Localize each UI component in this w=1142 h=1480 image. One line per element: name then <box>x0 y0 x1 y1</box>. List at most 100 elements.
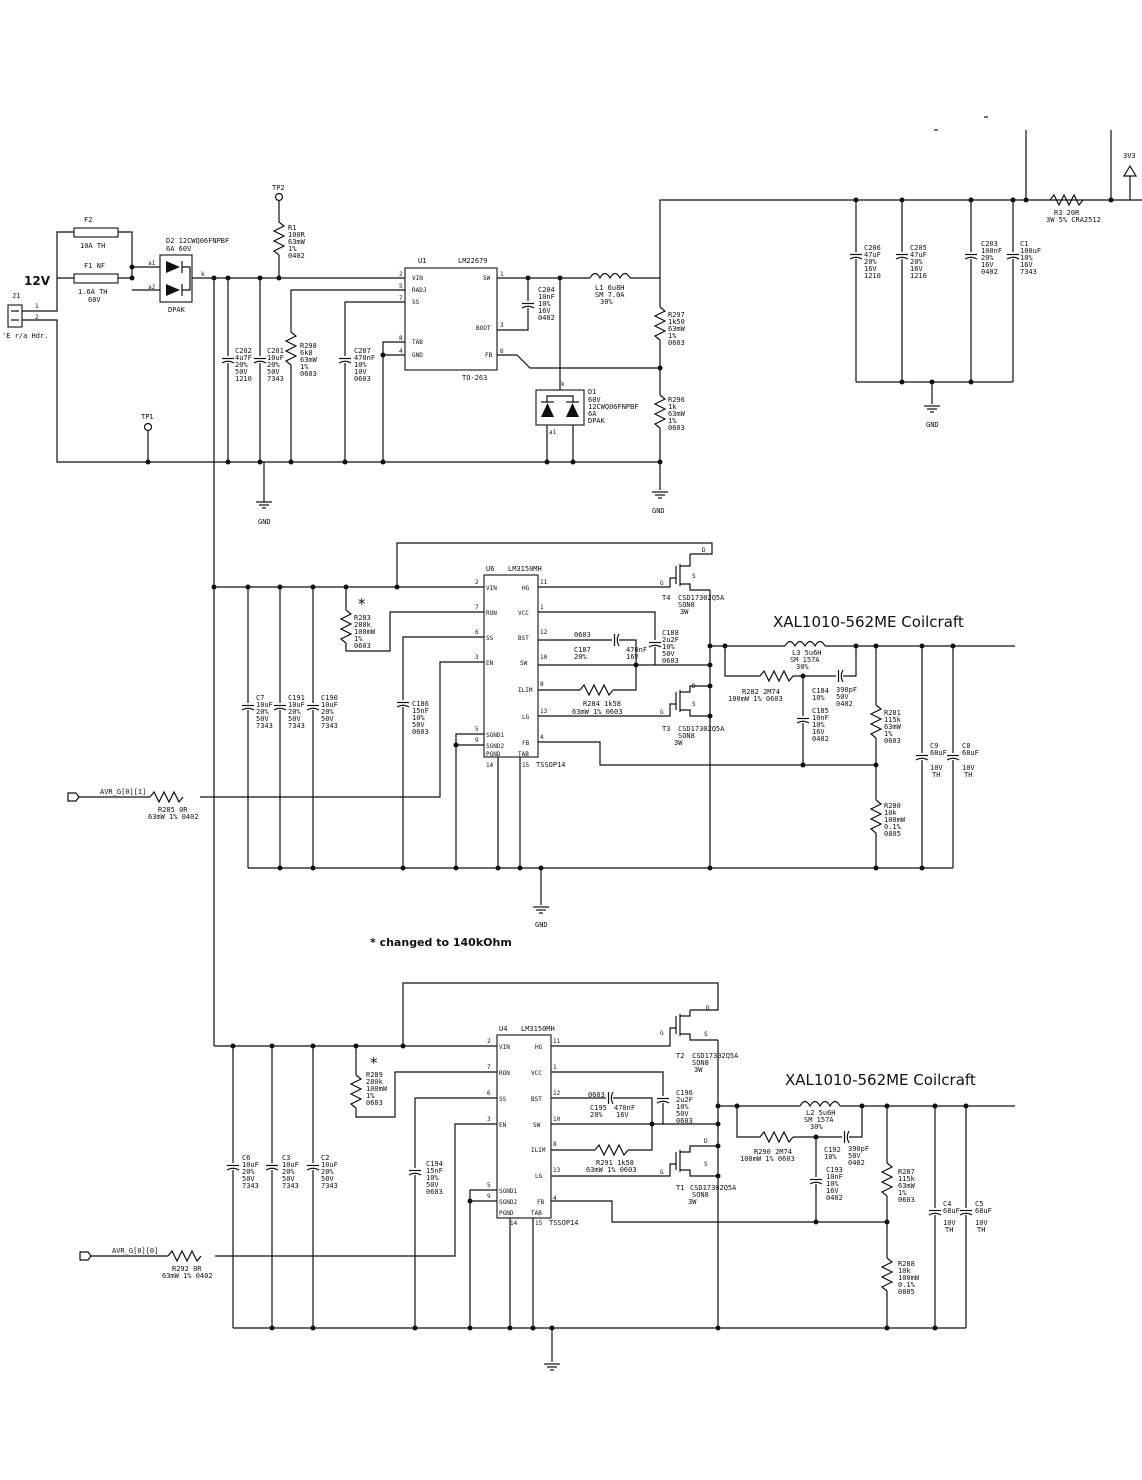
svg-text:47uF: 47uF <box>910 251 927 259</box>
net-label-avr-g01: AVR_G[0][1] <box>100 788 146 796</box>
svg-text:50V: 50V <box>288 715 301 723</box>
svg-text:63mW: 63mW <box>288 238 306 246</box>
capacitor-c184 <box>837 669 844 683</box>
resistor-r291 <box>594 1143 629 1157</box>
svg-text:SS: SS <box>412 299 420 306</box>
svg-text:50V: 50V <box>235 368 248 376</box>
svg-text:1%: 1% <box>366 1092 375 1100</box>
capacitor-c202 <box>221 357 235 364</box>
svg-text:16V: 16V <box>864 265 877 273</box>
svg-text:0603: 0603 <box>300 370 317 378</box>
svg-text:LM22679: LM22679 <box>458 257 488 265</box>
svg-text:0402: 0402 <box>981 268 998 276</box>
svg-text:3: 3 <box>500 322 504 329</box>
svg-text:16V: 16V <box>812 728 825 736</box>
svg-text:2: 2 <box>399 271 403 278</box>
svg-text:C192: C192 <box>824 1146 841 1154</box>
svg-text:10A TH: 10A TH <box>80 242 105 250</box>
svg-text:10%: 10% <box>426 1174 439 1182</box>
svg-text:280k: 280k <box>366 1078 384 1086</box>
svg-text:13: 13 <box>540 708 548 715</box>
capacitor-c4 <box>928 1209 942 1216</box>
svg-text:SM 7.0A: SM 7.0A <box>595 291 625 299</box>
svg-text:SW: SW <box>483 275 491 282</box>
svg-text:10uF: 10uF <box>321 701 338 709</box>
svg-text:*: * <box>358 595 366 613</box>
svg-text:10V: 10V <box>962 764 975 772</box>
capacitor-c192 <box>843 1130 850 1144</box>
svg-text:10uF: 10uF <box>282 1161 299 1169</box>
svg-text:20%: 20% <box>981 254 994 262</box>
svg-text:68uF: 68uF <box>930 749 947 757</box>
svg-text:G: G <box>660 1030 664 1037</box>
svg-text:LM3150MH: LM3150MH <box>521 1025 555 1033</box>
svg-text:0603: 0603 <box>668 424 685 432</box>
svg-text:a1: a1 <box>148 260 156 267</box>
svg-text:L2 5u6H: L2 5u6H <box>806 1109 836 1117</box>
svg-text:390pF: 390pF <box>836 686 857 694</box>
svg-text:TH: TH <box>945 1226 953 1234</box>
power-rail-icon <box>1122 164 1138 177</box>
svg-text:C206: C206 <box>864 244 881 252</box>
svg-text:10V: 10V <box>975 1219 988 1227</box>
ground-icon <box>923 405 941 413</box>
svg-text:3W: 3W <box>688 1198 697 1206</box>
resistor-r292 <box>167 1249 202 1263</box>
svg-text:3W 5% CRA2512: 3W 5% CRA2512 <box>1046 216 1101 224</box>
svg-text:10uF: 10uF <box>242 1161 259 1169</box>
svg-text:7: 7 <box>475 604 479 611</box>
svg-text:100mW: 100mW <box>898 1274 920 1282</box>
svg-text:TAB: TAB <box>412 339 423 346</box>
svg-text:R285 0R: R285 0R <box>158 806 188 814</box>
svg-text:D: D <box>692 683 696 690</box>
svg-text:VIN: VIN <box>412 275 423 282</box>
svg-text:SON8: SON8 <box>678 601 695 609</box>
svg-text:7343: 7343 <box>242 1182 259 1190</box>
svg-text:7343: 7343 <box>282 1182 299 1190</box>
svg-text:C196: C196 <box>676 1089 693 1097</box>
svg-text:100mW 1% 0603: 100mW 1% 0603 <box>740 1155 795 1163</box>
svg-text:10uF: 10uF <box>321 1161 338 1169</box>
svg-text:C207: C207 <box>354 347 371 355</box>
svg-text:8: 8 <box>540 681 544 688</box>
svg-text:1: 1 <box>553 1064 557 1071</box>
svg-text:0402: 0402 <box>812 735 829 743</box>
svg-text:4: 4 <box>399 348 403 355</box>
svg-text:470nF: 470nF <box>354 354 375 362</box>
svg-text:7343: 7343 <box>321 1182 338 1190</box>
svg-text:10%: 10% <box>538 300 551 308</box>
svg-text:20%: 20% <box>910 258 923 266</box>
svg-text:10nF: 10nF <box>826 1173 843 1181</box>
svg-text:68uF: 68uF <box>975 1207 992 1215</box>
svg-text:10k: 10k <box>884 809 897 817</box>
svg-text:R288: R288 <box>898 1260 915 1268</box>
svg-text:FB: FB <box>537 1199 545 1206</box>
j1-description: 'E r/a Hdr. <box>2 332 48 340</box>
svg-text:10%: 10% <box>1020 254 1033 262</box>
svg-text:TH: TH <box>977 1226 985 1234</box>
resistor-r285 <box>149 790 184 804</box>
svg-text:10%: 10% <box>812 721 825 729</box>
svg-text:C203: C203 <box>981 240 998 248</box>
capacitor-c204 <box>521 302 535 309</box>
svg-text:C190: C190 <box>321 694 338 702</box>
capacitor-c196 <box>656 1097 670 1104</box>
svg-text:0402: 0402 <box>826 1194 843 1202</box>
svg-text:C191: C191 <box>288 694 305 702</box>
svg-text:100nF: 100nF <box>981 247 1002 255</box>
ground-icon <box>532 906 550 914</box>
svg-text:50V: 50V <box>662 650 675 658</box>
svg-text:S: S <box>692 701 696 708</box>
svg-text:5: 5 <box>487 1182 491 1189</box>
svg-text:8: 8 <box>553 1141 557 1148</box>
svg-text:PGND: PGND <box>499 1210 514 1217</box>
svg-text:1: 1 <box>540 604 544 611</box>
